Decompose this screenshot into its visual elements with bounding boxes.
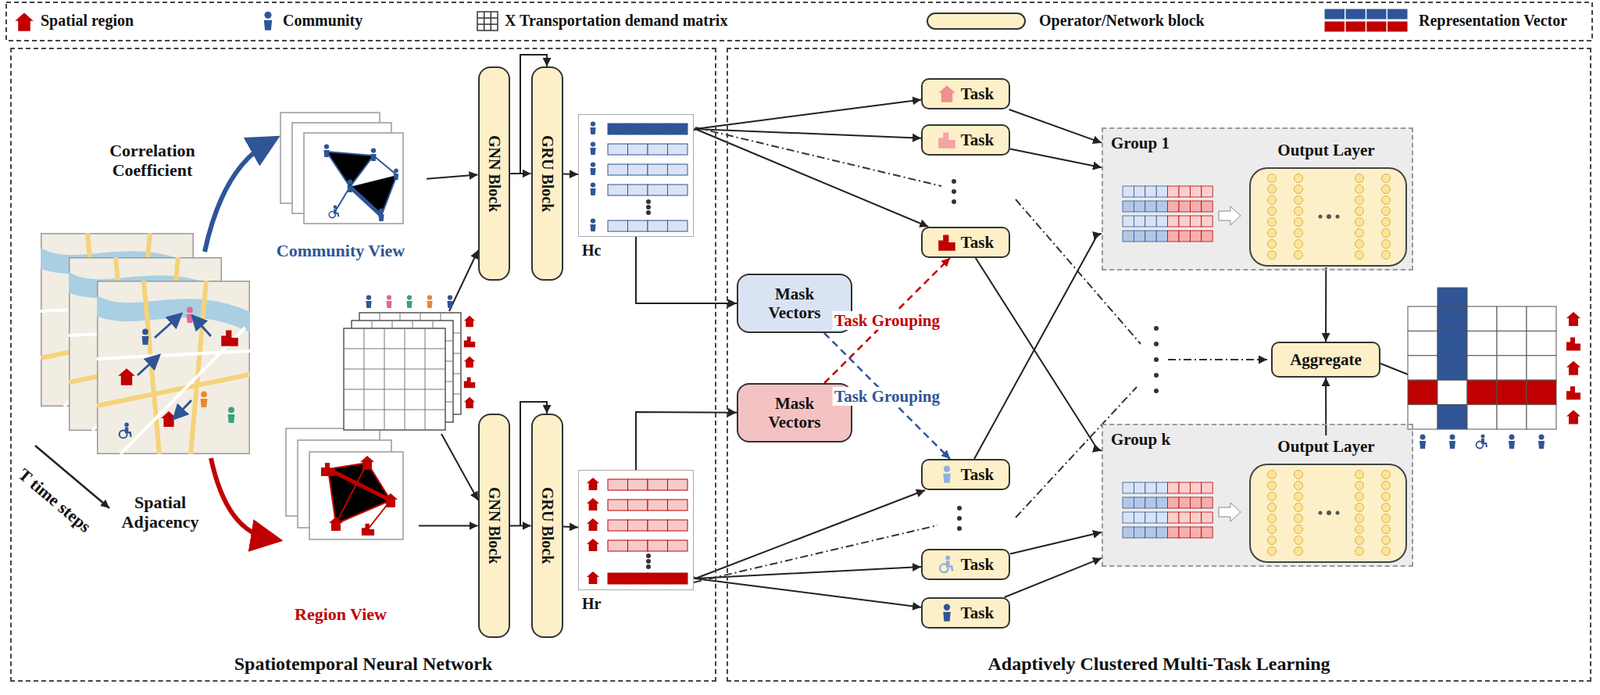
graph-view: Community View [254, 109, 427, 262]
representation-stack: Hr [578, 469, 694, 590]
legend-text: Community [282, 11, 363, 30]
legend-item: Operator/Network block [1039, 11, 1205, 30]
legend-text: X Transportation demand matrix [504, 11, 728, 30]
task-box: Task [921, 548, 1011, 580]
node-text: GRU Block [538, 486, 557, 564]
label-holder: Correlation Coefficient [93, 140, 211, 181]
legend-text: Representation Vector [1418, 11, 1568, 30]
node-text: GNN Block [485, 135, 504, 212]
connector [1010, 149, 1102, 168]
node-text: Mask Vectors [757, 393, 833, 432]
node-text: Task [960, 84, 994, 104]
node-text: Aggregate [1289, 350, 1362, 369]
node-text: Community View [276, 240, 405, 261]
task-icon [937, 603, 957, 622]
node-text: GRU Block [538, 135, 557, 212]
edge-label: Task Grouping [832, 385, 943, 405]
legend-swatch [926, 12, 1026, 30]
task-box: Task [921, 124, 1011, 156]
node-text: Hr [582, 594, 601, 613]
connector [974, 233, 1102, 459]
node-text: Spatiotemporal Neural Network [234, 653, 493, 675]
task-icon [937, 464, 957, 484]
legend-item: X Transportation demand matrix [504, 11, 728, 30]
connector [635, 236, 737, 304]
drawn-parts [343, 121, 1581, 584]
legend-text: Spatial region [40, 11, 134, 30]
task-group: Group k Output Layer [1101, 423, 1414, 567]
legend-item: Representation Vector [1418, 11, 1568, 30]
network-block: GNN Block [478, 66, 511, 281]
section-panel: Adaptively Clustered Multi-Task Learning… [726, 47, 1592, 682]
node-text: Task [960, 232, 994, 252]
connector [418, 525, 479, 527]
node-text: Mask Vectors [757, 284, 833, 322]
legend-item: Spatial region [40, 11, 134, 30]
connector [563, 525, 579, 528]
connector [426, 175, 479, 179]
note-label: Correlation Coefficient [93, 140, 211, 181]
node-text: Adaptively Clustered Multi-Task Learning [987, 653, 1330, 675]
network-block: GNN Block [478, 413, 511, 638]
label-holder: Spatial Adjacency [109, 492, 211, 533]
network-block: GRU Block [531, 413, 564, 638]
connector [635, 411, 737, 470]
legend-item: Community [282, 11, 363, 30]
node-text: Hc [582, 241, 601, 260]
connector [1325, 267, 1327, 342]
task-box: Task [921, 226, 1011, 258]
connector [510, 525, 532, 527]
node-text: Output Layer [1277, 140, 1375, 160]
output-layer: Output Layer [1242, 139, 1411, 268]
connector [1010, 532, 1102, 554]
connector [1004, 557, 1102, 597]
connector [563, 172, 579, 175]
note-label: Spatial Adjacency [109, 492, 211, 533]
task-icon [937, 554, 957, 574]
edge-label-holder: Task Grouping [832, 310, 943, 330]
connector [1325, 377, 1327, 436]
task-box: Task [921, 596, 1011, 629]
note-label: T time steps [0, 450, 112, 551]
connector [693, 128, 929, 227]
representation-stack: Hc [578, 114, 694, 237]
task-box: Task [921, 78, 1011, 110]
task-icon [937, 84, 957, 104]
node-text: Task [960, 603, 994, 622]
task-icon [937, 232, 957, 252]
node-text: Output Layer [1277, 436, 1375, 456]
node-text: Region View [294, 603, 387, 624]
connector [693, 489, 925, 579]
edge-label-holder: Task Grouping [832, 385, 943, 405]
node-text: Task [960, 554, 994, 574]
node-text: Task [960, 464, 994, 484]
legend-text: Operator/Network block [1039, 11, 1205, 30]
graph-view: Region View [262, 425, 419, 625]
task-box: Task [921, 458, 1011, 490]
aggregate-box: Aggregate [1271, 341, 1381, 378]
connector [510, 172, 532, 175]
node-text: Group k [1110, 429, 1171, 449]
output-layer: Output Layer [1242, 435, 1411, 564]
connector [1009, 109, 1102, 143]
task-group: Group 1 Output Layer [1101, 127, 1414, 271]
node-text: Group 1 [1110, 133, 1170, 153]
network-block: GRU Block [531, 66, 564, 281]
label-holder: T time steps [0, 450, 112, 551]
node-text: GNN Block [485, 486, 504, 564]
edge-label: Task Grouping [832, 310, 943, 330]
task-icon [937, 130, 957, 150]
node-text: Task [960, 130, 994, 150]
